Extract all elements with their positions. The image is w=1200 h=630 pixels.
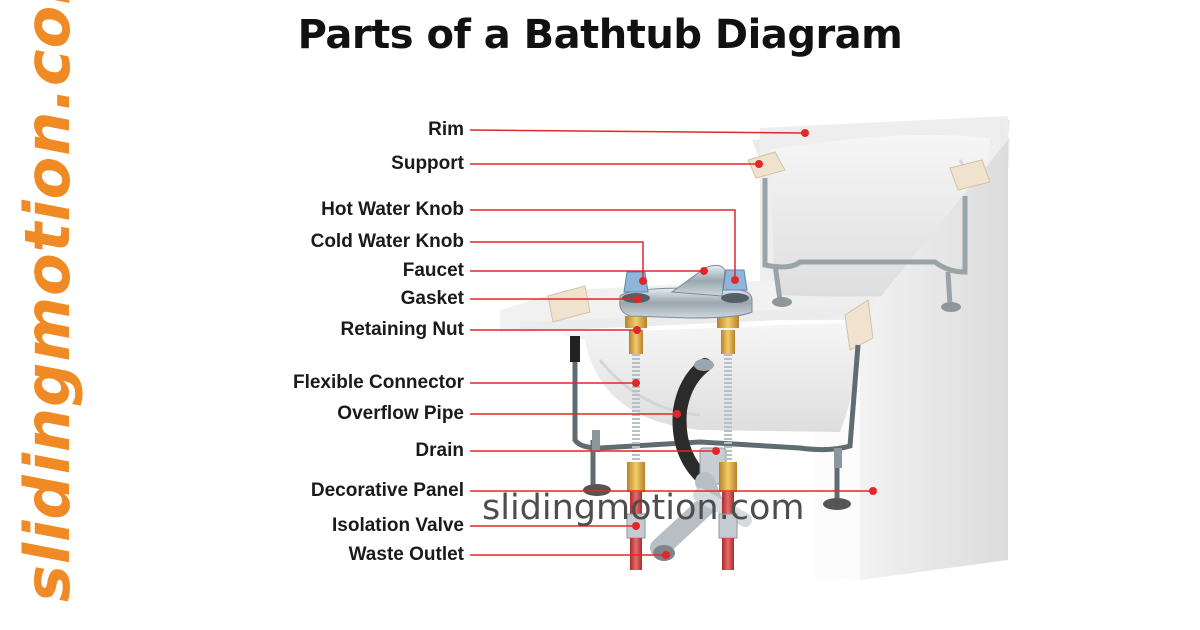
frame-end-cap [570, 336, 580, 362]
label-decorative-panel: Decorative Panel [310, 480, 464, 501]
label-waste-outlet: Waste Outlet [348, 544, 464, 565]
leader-rim [469, 129, 806, 134]
label-flexible-connector: Flexible Connector [292, 372, 464, 393]
label-gasket: Gasket [400, 288, 464, 309]
overflow-cap [694, 359, 714, 371]
leader-dots [632, 129, 877, 559]
leader-lines [469, 129, 873, 556]
label-hot-water-knob: Hot Water Knob [321, 199, 464, 220]
label-overflow-pipe: Overflow Pipe [337, 403, 464, 424]
leader-hot-water-knob [470, 209, 736, 280]
label-retaining-nut: Retaining Nut [340, 319, 465, 340]
diagram-title: Parts of a Bathtub Diagram [297, 12, 903, 58]
label-rim: Rim [428, 119, 464, 140]
overflow-pipe [672, 358, 712, 487]
front-foot-left [583, 484, 611, 496]
back-foot-right [941, 302, 961, 312]
support-blocks [547, 151, 991, 351]
cold-water-knob [623, 271, 649, 293]
label-faucet: Faucet [402, 260, 464, 281]
back-foot-left [772, 297, 792, 307]
front-foot-right [823, 498, 851, 510]
label-isolation-valve: Isolation Valve [332, 515, 464, 536]
foot-bolt-right [834, 448, 842, 468]
label-support: Support [391, 153, 464, 174]
hot-supply-line [717, 316, 739, 570]
label-cold-water-knob: Cold Water Knob [310, 231, 464, 252]
foot-bolt-left [592, 430, 600, 452]
overlay-watermark: slidingmotion.com [482, 488, 805, 528]
label-drain: Drain [415, 440, 464, 461]
back-support-frame [762, 178, 968, 306]
leader-cold-water-knob [470, 241, 644, 281]
